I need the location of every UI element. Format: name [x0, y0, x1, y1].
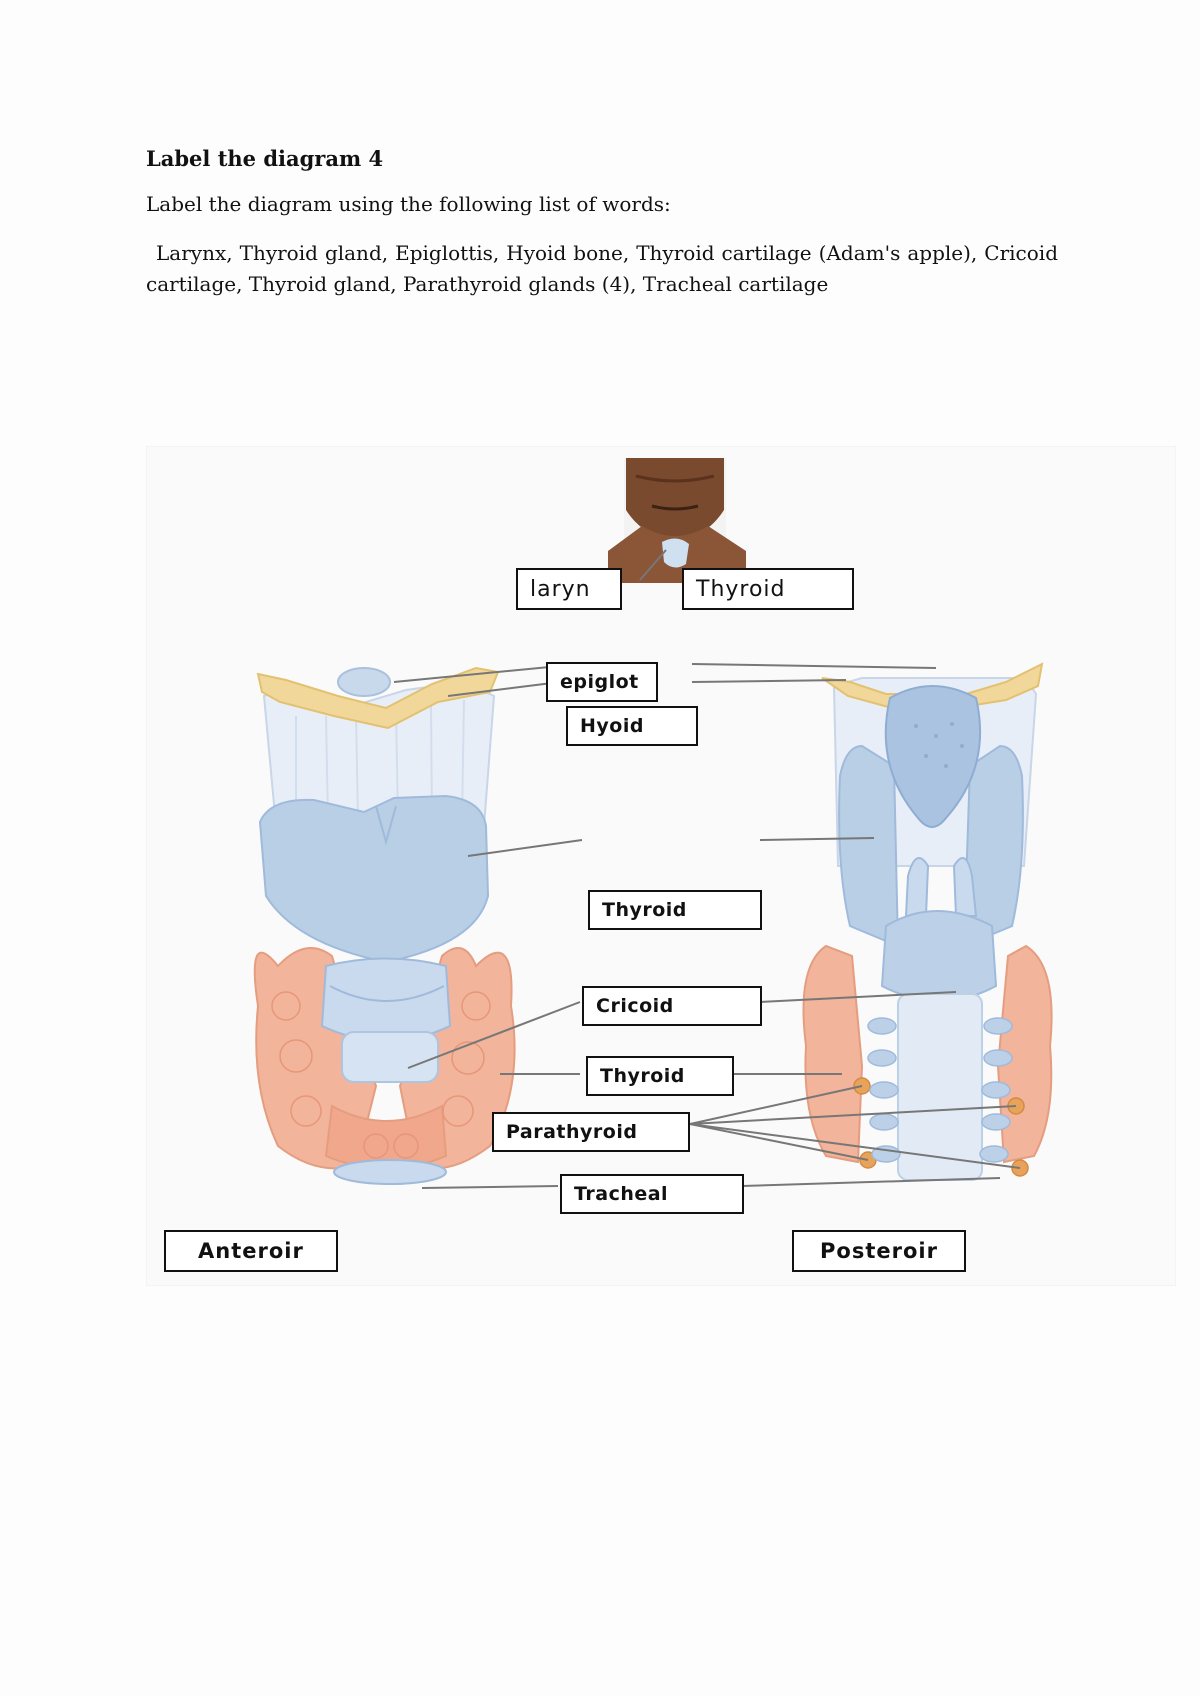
label-thyroid-cartilage[interactable]: Thyroid: [588, 890, 762, 930]
label-hyoid[interactable]: Hyoid: [566, 706, 698, 746]
label-epiglottis[interactable]: epiglot: [546, 662, 658, 702]
label-thyroid-top[interactable]: Thyroid: [682, 568, 854, 610]
label-larynx[interactable]: laryn: [516, 568, 622, 610]
posterior-view: [802, 662, 1053, 1181]
instruction-text: Label the diagram using the following li…: [146, 192, 671, 216]
label-cricoid[interactable]: Cricoid: [582, 986, 762, 1026]
worksheet-title: Label the diagram 4: [146, 146, 384, 171]
label-anterior[interactable]: Anteroir: [164, 1230, 338, 1272]
label-parathyroid[interactable]: Parathyroid: [492, 1112, 690, 1152]
label-thyroid-gland[interactable]: Thyroid: [586, 1056, 734, 1096]
anatomy-illustration: [146, 446, 1176, 1286]
neck-thumbnail: [608, 458, 746, 583]
leader-lines: [393, 663, 1021, 1189]
thyroid-larynx-diagram: laryn Thyroid epiglot Hyoid Thyroid Cric…: [146, 446, 1176, 1286]
label-tracheal[interactable]: Tracheal: [560, 1174, 744, 1214]
anterior-view: [253, 666, 516, 1185]
label-posterior[interactable]: Posteroir: [792, 1230, 966, 1272]
word-list: Larynx, Thyroid gland, Epiglottis, Hyoid…: [146, 241, 1058, 296]
